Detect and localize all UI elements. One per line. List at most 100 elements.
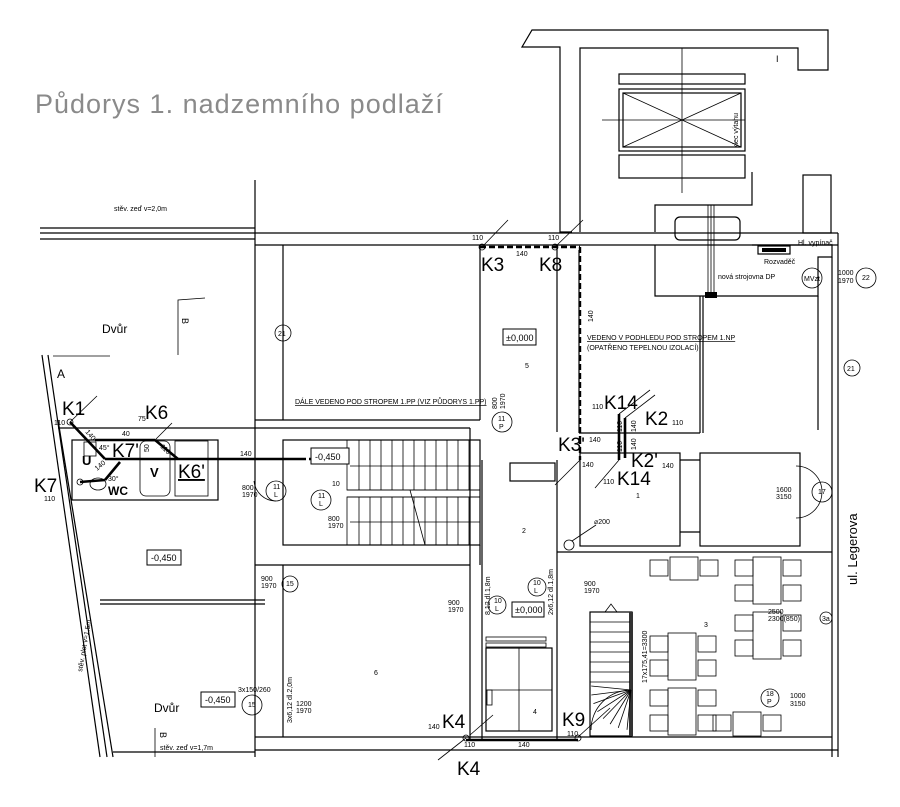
pipe-dim: 45° [99, 444, 110, 452]
wall-note-bottom: stěv. zeď v=1,7m [160, 745, 213, 752]
door-number: 11 [318, 493, 325, 500]
chair [734, 614, 754, 632]
door-number: 18 [766, 691, 774, 698]
pipe-dim: 110 [472, 235, 483, 242]
door-number: 15 [248, 702, 256, 709]
door-number: 17 [818, 489, 826, 496]
table [667, 687, 697, 736]
level-label: ±0,000 [506, 333, 533, 343]
bath-label: V [150, 465, 159, 480]
door-number: 10 [533, 580, 541, 587]
door-height: 3150 [790, 701, 806, 708]
chair [782, 614, 802, 632]
markers [241, 267, 877, 716]
room-number: 4 [533, 709, 537, 716]
chair [697, 635, 717, 653]
stair-step [626, 689, 632, 730]
lift-cage-label: klec výtahu [733, 113, 740, 148]
pipe-dim: 110 [548, 235, 559, 242]
pipe-dim: 110 [464, 742, 475, 749]
pipe-dim: 110 [592, 404, 603, 411]
switchboard-label: Rozvaděč [764, 259, 796, 266]
courtyard-label-top: Dvůr [102, 322, 127, 336]
pipe-dia: ⌀200 [594, 519, 610, 526]
chair [649, 635, 669, 653]
pipe-dim: 140 [589, 437, 601, 444]
riser-k9: K9 [562, 710, 585, 731]
door-side: P [499, 424, 504, 431]
axis-mark: 21 [847, 366, 855, 373]
room-number: 6 [374, 670, 378, 677]
riser-k3: K3 [481, 255, 504, 276]
door-width: 900 [584, 581, 596, 588]
stair-step [597, 689, 632, 713]
level-label: -0,450 [151, 553, 177, 563]
mark-i: I [776, 54, 779, 64]
chair [734, 639, 754, 657]
chair [782, 559, 802, 577]
mvzt-label: MVzt [804, 276, 820, 283]
chair [782, 639, 802, 657]
section-marks: B A B [53, 297, 206, 738]
main-switch-label: Hl. vypínač [798, 240, 833, 247]
door-number: 3a [822, 616, 830, 623]
stair-step [593, 689, 632, 705]
pipe-dim: 140 [94, 460, 108, 473]
wall-note-top: stěv. zeď v=2,0m [114, 206, 167, 213]
chair [649, 559, 669, 577]
door-number: 11 [498, 416, 505, 423]
courtyard-label-bottom: Dvůr [154, 701, 179, 715]
chair [699, 559, 719, 577]
pipe-dim: 140 [588, 310, 595, 322]
chair [734, 559, 754, 577]
pipe-note-np: VEDENO V PODHLEDU POD STROPEM 1.NP [587, 335, 736, 342]
pipe-dim: 140 [631, 438, 638, 450]
radiator-c: 2x6,12 dl.1,8m [548, 569, 555, 615]
pipe-dim: 110 [617, 421, 624, 432]
stair-step [609, 689, 632, 725]
pipe-dim: 110 [672, 420, 683, 427]
door-height: 1970 [448, 607, 464, 614]
riser-k2p: K2' [631, 451, 658, 472]
room-number: 10 [332, 481, 340, 488]
door-number: 22 [862, 275, 870, 282]
door-height: 1970 [261, 583, 277, 590]
table [752, 556, 782, 605]
pipe-dim: 140 [662, 463, 674, 470]
section-b-top: B [180, 318, 190, 324]
room-number: 2 [522, 528, 526, 535]
pipe-note-pp: DÁLE VEDENO POD STROPEM 1.PP (VIZ PŮDORY… [295, 397, 487, 406]
room-numbers: 1 2 3 4 5 6 10 [332, 363, 708, 716]
riser-k7: K7 [34, 476, 57, 497]
door-width: 900 [448, 600, 460, 607]
pipe-dim: 110 [54, 420, 65, 427]
stair-step [617, 689, 632, 729]
door-height: 1970 [296, 708, 312, 715]
pipe-dim: 110 [44, 496, 55, 503]
urinal-label: U [82, 453, 91, 468]
machine-room-label: nová strojovna DP [718, 274, 776, 281]
pipe-dim: 140 [518, 742, 530, 749]
chair [734, 584, 754, 602]
chair [649, 714, 669, 732]
walls [40, 180, 839, 758]
pipe-dim: 30° [108, 475, 119, 483]
pipe-dim: 40 [122, 431, 130, 438]
chair [712, 714, 732, 732]
street-label: ul. Legerova [845, 513, 860, 585]
table [669, 556, 699, 581]
door-width: 2500 [768, 609, 784, 616]
table [752, 611, 782, 660]
riser-k2: K2 [645, 409, 668, 430]
staircase-main [282, 439, 481, 546]
riser-k14-top: K14 [604, 393, 638, 414]
door-height: 3150 [776, 494, 792, 501]
section-b-bottom: B [158, 732, 168, 738]
level-label: ±0,000 [515, 605, 542, 615]
door-side: L [495, 606, 499, 613]
axis-mark: 21 [278, 331, 286, 338]
door-width: 800 [328, 516, 340, 523]
pipe-dim: 140 [428, 724, 440, 731]
pipe-dim: 140 [516, 251, 528, 258]
door-height: 1970 [838, 278, 854, 285]
